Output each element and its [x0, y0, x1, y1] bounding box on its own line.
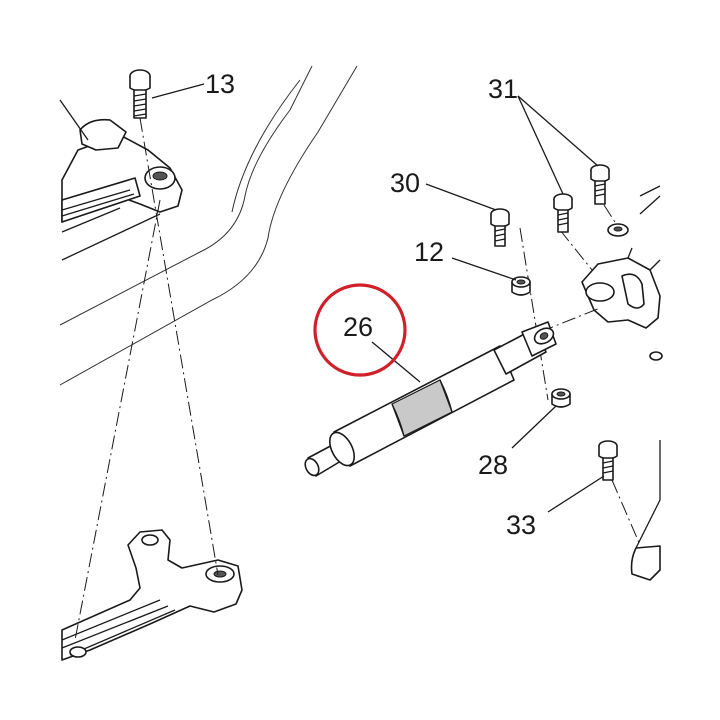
assembly-axes [74, 117, 641, 641]
highlight-ring [313, 283, 407, 377]
callout-13: 13 [205, 69, 235, 99]
leader-lines [151, 83, 661, 513]
steering-damper-26 [304, 321, 557, 477]
bolt-13 [129, 69, 151, 119]
bolt-33 [598, 440, 618, 481]
lower-clamp-bracket [61, 529, 243, 661]
bolt-31-b [590, 164, 610, 205]
callout-30: 30 [390, 168, 420, 198]
callout-28: 28 [478, 450, 508, 480]
washer-31 [607, 223, 629, 237]
bolt-31-a [553, 193, 573, 233]
callout-33: 33 [506, 510, 536, 540]
right-mount-bracket [581, 185, 663, 361]
chassis-outline [59, 65, 358, 386]
washer-28 [551, 388, 571, 408]
right-lower-lever [630, 440, 661, 581]
washer-12 [511, 276, 531, 296]
upper-clamp-bracket [59, 99, 183, 261]
callout-26: 26 [343, 312, 373, 342]
callout-31: 31 [488, 74, 518, 104]
bolt-30 [490, 208, 510, 247]
callout-12: 12 [414, 237, 444, 267]
